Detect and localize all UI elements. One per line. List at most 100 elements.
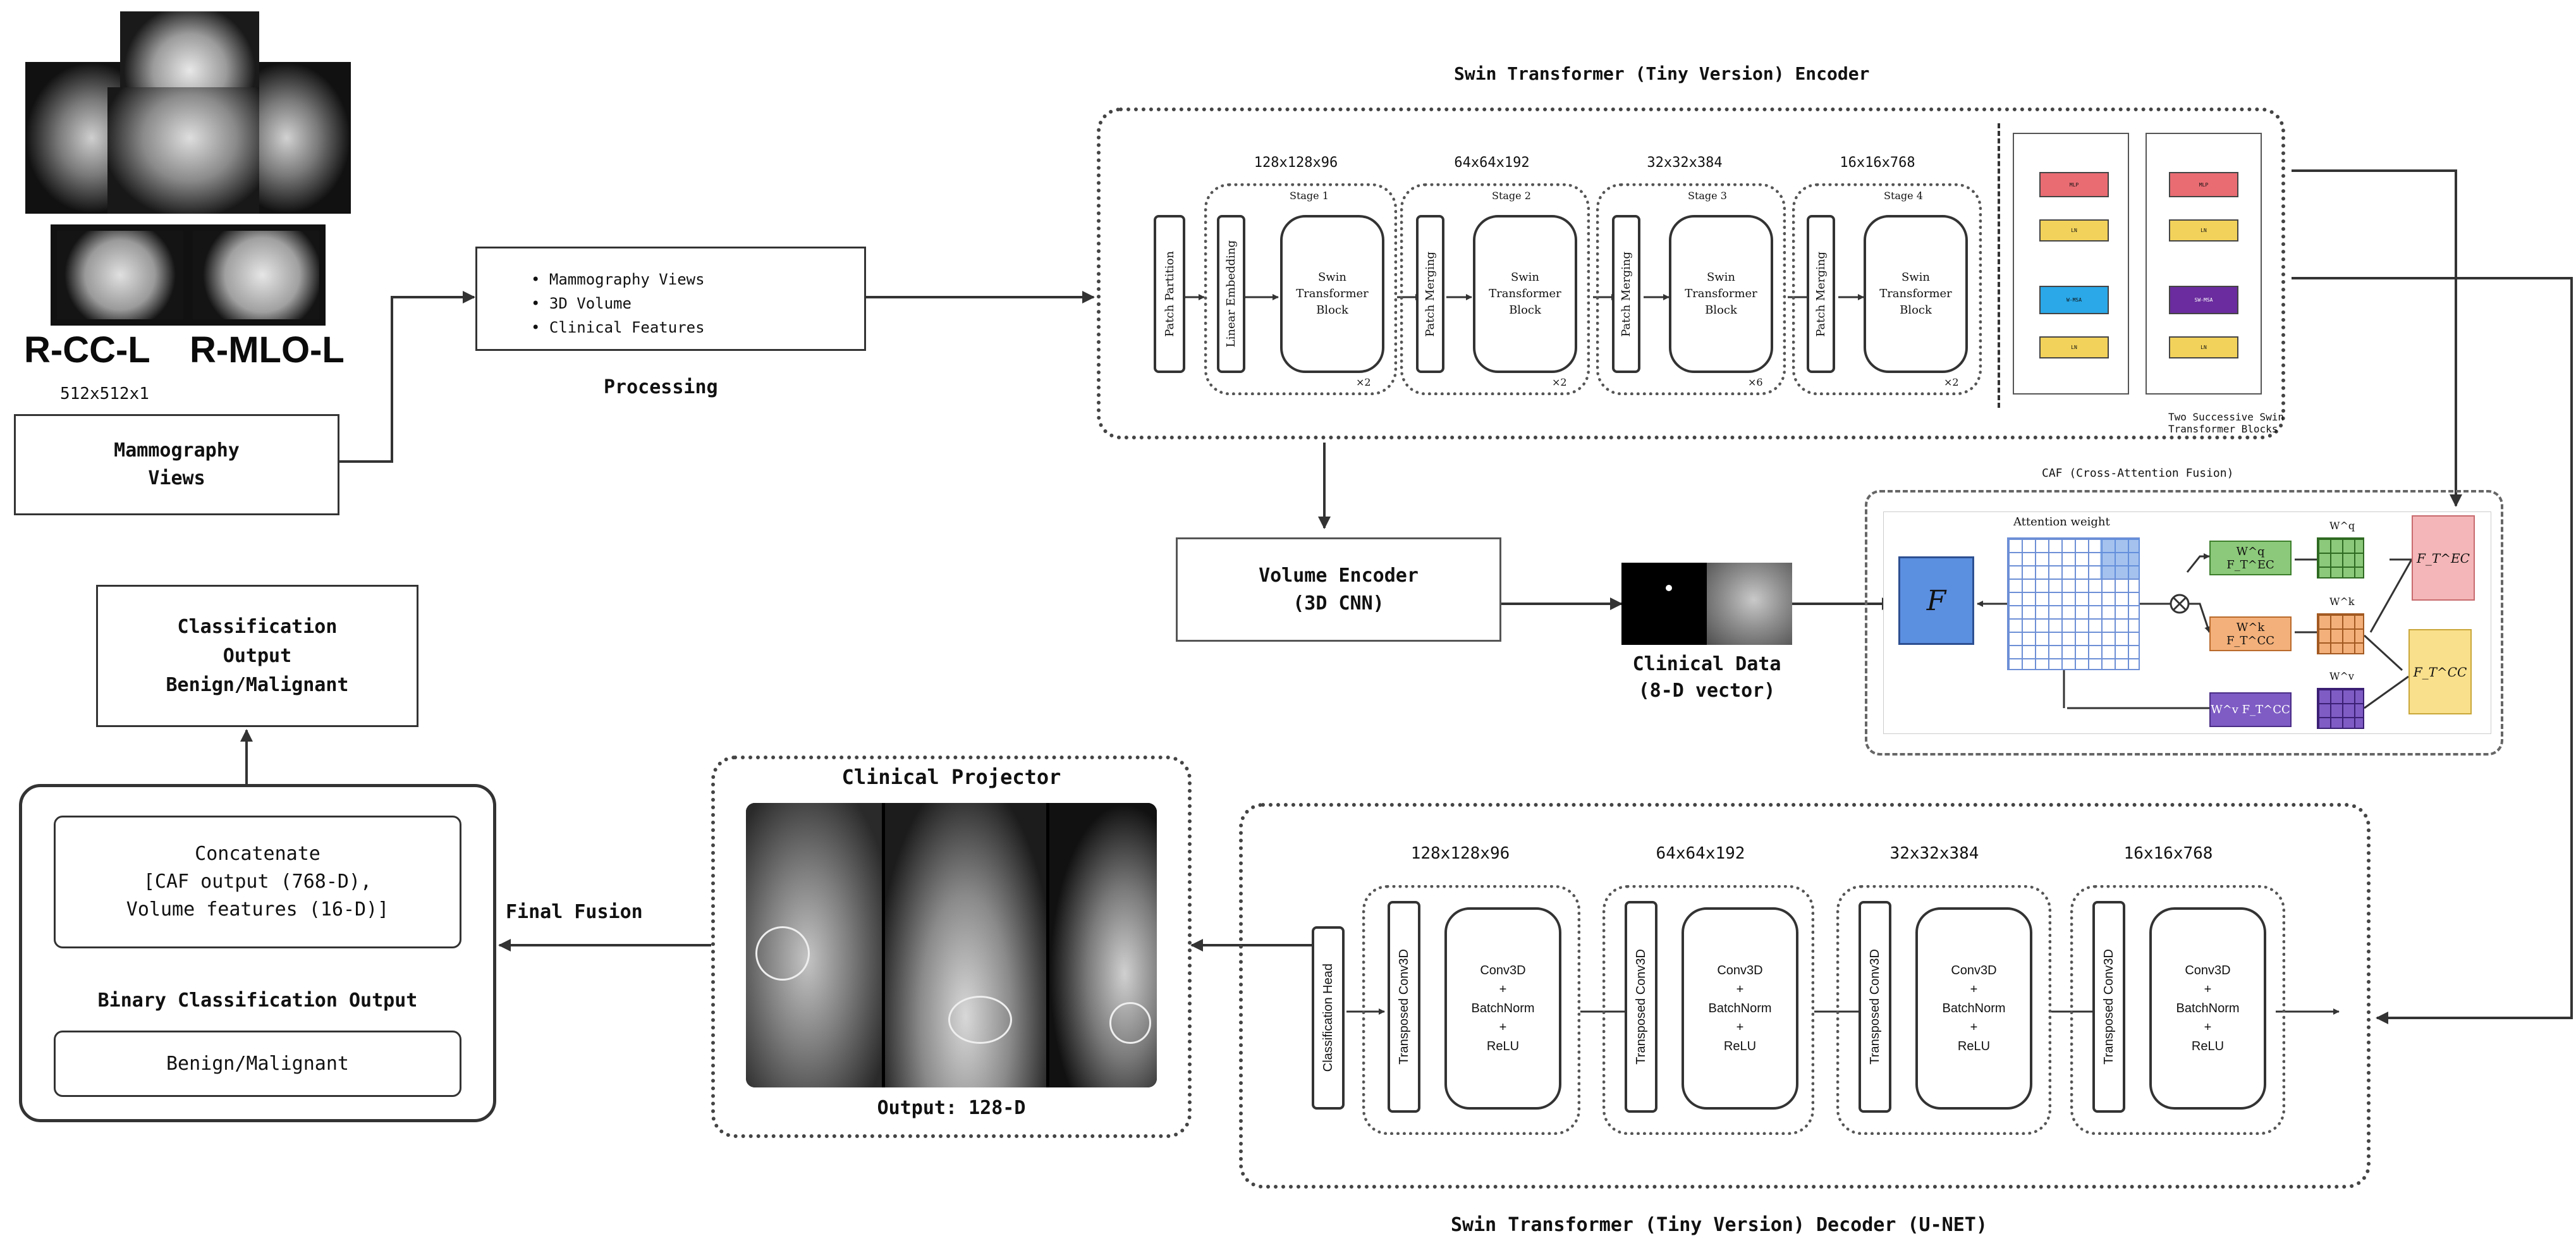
- clinical-projector-output: Output: 128-D: [877, 1097, 1026, 1119]
- caf-f-node: F: [1898, 556, 1974, 645]
- caf-ec-feature: F_T^EC: [2412, 515, 2475, 601]
- decoder-conv-block-3: Conv3D + BatchNorm + ReLU: [1915, 907, 2032, 1110]
- projector-roi-circle: [948, 996, 1012, 1044]
- classification-output-box: Classification Output Benign/Malignant: [96, 585, 418, 727]
- encoder-stage-4: [1792, 183, 1982, 395]
- mammogram-left-tile: [25, 62, 120, 214]
- encoder-stage-3: [1596, 183, 1786, 395]
- encoder-stage-4-label: Stage 4: [1884, 190, 1923, 202]
- mlp-op: MLP: [2039, 172, 2109, 197]
- encoder-repeat-4: ×2: [1944, 376, 1959, 388]
- caf-value-proj: W^v F_T^CC: [2209, 692, 2292, 727]
- processing-item: • Clinical Features: [531, 319, 705, 336]
- clinical-projector-title: Clinical Projector: [841, 765, 1061, 789]
- encoder-repeat-2: ×2: [1552, 376, 1567, 388]
- edge-encoder-to-caf-ec: [2292, 169, 2462, 507]
- swmsa-op: SW-MSA: [2169, 286, 2238, 314]
- caf-wq-matrix: [2317, 537, 2364, 579]
- caf-attention-highlight: [2100, 539, 2140, 579]
- caf-wk-label: W^k: [2329, 596, 2355, 608]
- encoder-container: [1097, 107, 2285, 439]
- mammogram-center-tile: [107, 87, 272, 214]
- projector-roi-circle: [755, 926, 810, 981]
- projector-image-panel-2: [885, 803, 1046, 1087]
- linear-embedding-block: Linear Embedding: [1217, 215, 1245, 373]
- mammogram-collage: [25, 11, 351, 214]
- view-label-mlo: R-MLO-L: [190, 329, 345, 370]
- swin-detail-left: MLP LN W-MSA LN: [2013, 133, 2129, 395]
- decoder-container: [1239, 803, 2371, 1189]
- ln-op: LN: [2039, 336, 2109, 358]
- transposed-conv-block-1: Transposed Conv3D: [1388, 901, 1420, 1113]
- transposed-conv-block-3: Transposed Conv3D: [1859, 901, 1891, 1113]
- encoder-repeat-3: ×6: [1748, 376, 1763, 388]
- caf-cc-feature: F_T^CC: [2408, 629, 2472, 714]
- decoder-dims-3: 32x32x384: [1889, 844, 1979, 863]
- encoder-dims-3: 32x32x384: [1647, 155, 1723, 171]
- mammogram-cc-image: [57, 231, 183, 319]
- binary-classification-title: Binary Classification Output: [97, 989, 418, 1012]
- decoder-stage-4: [2070, 885, 2285, 1135]
- caf-title: CAF (Cross-Attention Fusion): [2042, 467, 2234, 480]
- encoder-stage-2: [1400, 183, 1590, 395]
- clinical-projector-image: [746, 803, 1157, 1087]
- ln-op: LN: [2169, 336, 2238, 358]
- encoder-dims-2: 64x64x192: [1454, 155, 1530, 171]
- patch-merging-block-3: Patch Merging: [1612, 215, 1640, 373]
- encoder-stage-2-label: Stage 2: [1492, 190, 1531, 202]
- processing-item: • Mammography Views: [531, 271, 705, 288]
- edge-views-to-processing: [338, 291, 475, 463]
- volume-encoder-box: Volume Encoder (3D CNN): [1176, 537, 1501, 642]
- caf-wv-label: W^v: [2329, 670, 2354, 682]
- swin-block-detail: MLP LN W-MSA LN MLP LN SW-MSA LN: [1998, 123, 2278, 408]
- decoder-title: Swin Transformer (Tiny Version) Decoder …: [1451, 1214, 1987, 1236]
- decoder-stage-3: [1836, 885, 2051, 1135]
- patch-merging-block-2: Patch Merging: [1416, 215, 1444, 373]
- encoder-dims-1: 128x128x96: [1254, 155, 1338, 171]
- concatenate-box: Concatenate [CAF output (768-D), Volume …: [54, 816, 461, 948]
- processing-item: • 3D Volume: [531, 295, 632, 312]
- swin-detail-right: MLP LN SW-MSA LN: [2146, 133, 2262, 395]
- encoder-stage-1: [1204, 183, 1397, 395]
- final-fusion-label: Final Fusion: [506, 901, 643, 923]
- caf-wk-matrix: [2317, 613, 2364, 654]
- mlp-op: MLP: [2169, 172, 2238, 197]
- swin-detail-caption: Two Successive Swin Transformer Blocks: [2168, 411, 2285, 435]
- decoder-dims-4: 16x16x768: [2123, 844, 2213, 863]
- caf-key-proj: W^k F_T^CC: [2209, 616, 2292, 651]
- mammogram-right-tile: [259, 62, 351, 214]
- projector-image-panel-3: [1049, 803, 1157, 1087]
- mammogram-mlo-image: [193, 231, 319, 319]
- caf-inner-panel: [1883, 511, 2491, 734]
- decoder-conv-block-1: Conv3D + BatchNorm + ReLU: [1444, 907, 1561, 1110]
- encoder-repeat-1: ×2: [1356, 376, 1371, 388]
- classifier-container: [19, 784, 496, 1122]
- patch-partition-block: Patch Partition: [1154, 215, 1185, 373]
- clinical-image: [1621, 563, 1792, 645]
- projector-roi-circle: [1109, 1002, 1151, 1044]
- caf-attention-label: Attention weight: [2013, 515, 2110, 529]
- caf-query-proj: W^q F_T^EC: [2209, 541, 2292, 575]
- swin-block-1: Swin Transformer Block: [1280, 215, 1384, 373]
- ln-op: LN: [2039, 219, 2109, 242]
- mammography-views-box: Mammography Views: [14, 414, 339, 515]
- encoder-stage-3-label: Stage 3: [1688, 190, 1727, 202]
- transposed-conv-block-2: Transposed Conv3D: [1625, 901, 1657, 1113]
- patch-merging-block-4: Patch Merging: [1807, 215, 1835, 373]
- transposed-conv-block-4: Transposed Conv3D: [2092, 901, 2125, 1113]
- processing-caption: Processing: [604, 376, 718, 398]
- edge-encoder-to-decoder: [2292, 277, 2573, 1024]
- mammogram-pair: [51, 224, 326, 326]
- binary-classification-value: Benign/Malignant: [54, 1031, 461, 1097]
- clinical-image-dot: [1666, 585, 1672, 591]
- caf-attention-grid: [2007, 537, 2140, 670]
- classification-head-block: Classification Head: [1312, 926, 1345, 1110]
- input-size-label: 512x512x1: [60, 384, 149, 403]
- swin-block-3: Swin Transformer Block: [1669, 215, 1773, 373]
- wmsa-op: W-MSA: [2039, 286, 2109, 314]
- caf-wv-matrix: [2317, 688, 2364, 729]
- processing-box: • Mammography Views • 3D Volume • Clinic…: [475, 247, 866, 351]
- decoder-conv-block-2: Conv3D + BatchNorm + ReLU: [1682, 907, 1798, 1110]
- clinical-projector-container: [711, 756, 1192, 1138]
